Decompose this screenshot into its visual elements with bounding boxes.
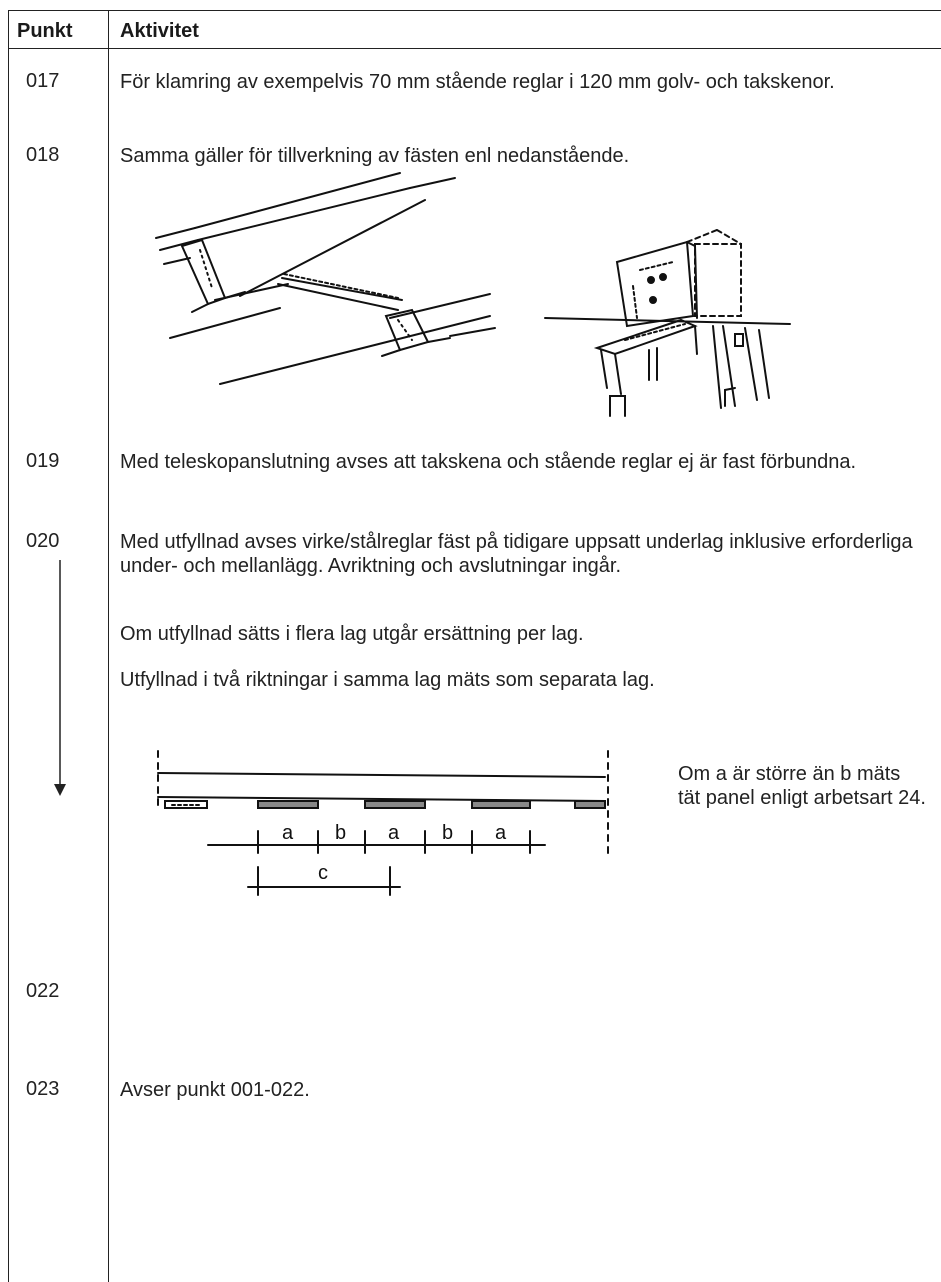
- code-017: 017: [26, 70, 60, 92]
- code-023: 023: [26, 1078, 60, 1100]
- figure-note: Om a är större än b mäts tät panel enlig…: [678, 763, 926, 809]
- text-019: Med teleskopanslutning avses att taksken…: [120, 451, 857, 473]
- label-a-1: a: [282, 822, 294, 844]
- text-020: Med utfyllnad avses virke/stålreglar fäs…: [120, 531, 913, 577]
- code-018: 018: [26, 144, 60, 166]
- text-017: För klamring av exempelvis 70 mm stående…: [120, 71, 835, 93]
- code-020: 020: [26, 530, 60, 552]
- header-separator: [8, 48, 941, 49]
- column-divider: [108, 10, 109, 1282]
- table-left-border: [8, 10, 9, 1282]
- header-aktivitet: Aktivitet: [120, 20, 199, 42]
- range-arrow: [54, 560, 66, 796]
- table-top-border: [8, 10, 941, 11]
- clamp-sketch-left: [155, 172, 496, 385]
- label-a-2: a: [388, 822, 400, 844]
- bracket-sketch-right: [544, 229, 791, 417]
- header-punkt: Punkt: [17, 20, 73, 42]
- label-c: c: [318, 862, 328, 884]
- text-018: Samma gäller för tillverkning av fästen …: [120, 145, 630, 167]
- spacing-sketch: a b a b a c: [157, 750, 609, 896]
- label-b-1: b: [335, 822, 346, 844]
- text-023: Avser punkt 001-022.: [120, 1079, 310, 1101]
- code-022: 022: [26, 980, 60, 1002]
- text-020-directions: Utfyllnad i två riktningar i samma lag m…: [120, 669, 655, 691]
- label-b-2: b: [442, 822, 453, 844]
- text-020-layers: Om utfyllnad sätts i flera lag utgår ers…: [120, 623, 584, 645]
- code-019: 019: [26, 450, 60, 472]
- label-a-3: a: [495, 822, 507, 844]
